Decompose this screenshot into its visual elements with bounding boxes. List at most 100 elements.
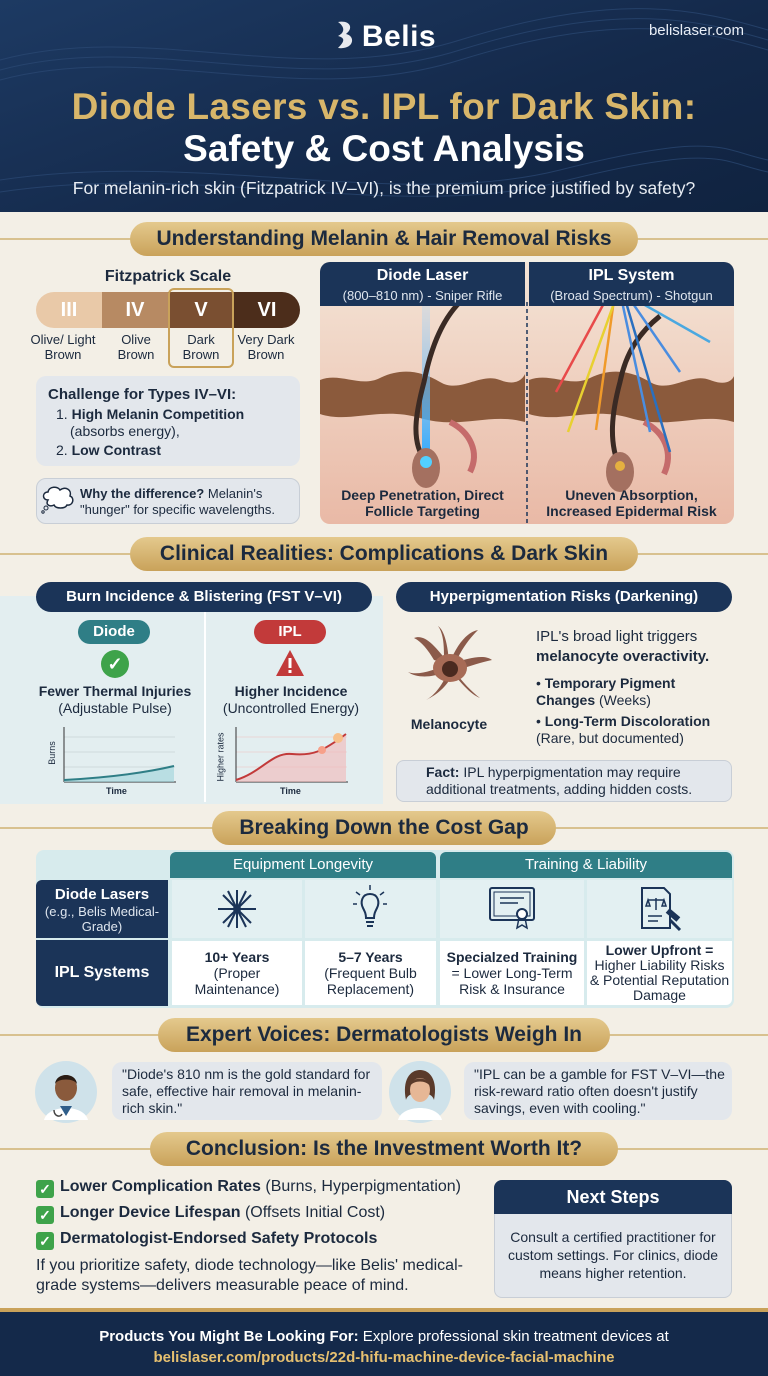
- bullet-1-bold: Temporary Pigment Changes: [536, 675, 676, 708]
- conclusion-item-1: ✓ Lower Complication Rates (Burns, Hyperp…: [36, 1178, 461, 1198]
- section-heading-clinical: Clinical Realities: Complications & Dark…: [130, 537, 638, 571]
- diode-result: Fewer Thermal Injuries: [38, 683, 192, 699]
- cell-2-bold: 5–7 Years: [338, 949, 403, 965]
- why-box: [36, 478, 300, 524]
- belis-logo-icon: [337, 21, 353, 49]
- brand-name: Belis: [361, 20, 437, 53]
- scale-swatch-v: V: [168, 292, 234, 328]
- fact-text: Fact: IPL hyperpigmentation may require …: [426, 764, 726, 798]
- thought-bubble-icon: [41, 486, 74, 514]
- hyper-bullet-1: • Temporary Pigment Changes (Weeks): [536, 675, 676, 708]
- site-url[interactable]: belislaser.com: [648, 22, 744, 39]
- challenge-item-2: 2. Low Contrast: [56, 442, 296, 458]
- scale-swatch-iii: III: [36, 292, 102, 328]
- quote-bubble-2: [464, 1062, 732, 1120]
- cell-3-bold: Specialzed Training: [446, 949, 578, 965]
- footer: [0, 1308, 768, 1376]
- item-1-rest: (Burns, Hyperpigmentation): [260, 1178, 462, 1195]
- footer-lead-bold: Products You Might Be Looking For:: [99, 1328, 359, 1345]
- challenge-item-1: 1. High Melanin Competition(absorbs ener…: [56, 406, 296, 440]
- ipl-subtitle: (Broad Spectrum) - Shotgun: [550, 288, 713, 303]
- item-number: 2.: [56, 442, 68, 458]
- section-heading-melanin: Understanding Melanin & Hair Removal Ris…: [130, 222, 638, 256]
- checkmark-icon: ✓: [36, 1180, 54, 1198]
- ipl-chart-xlabel: Time: [280, 786, 301, 796]
- cell-diode-training: [440, 941, 584, 1005]
- title-line-2: Safety & Cost Analysis: [183, 128, 585, 169]
- ipl-chart-ylabel: Higher rates: [215, 732, 226, 782]
- warning-icon: [276, 650, 304, 676]
- scale-label-iii: Olive/ Light Brown: [30, 332, 96, 362]
- section-heading-conclusion: Conclusion: Is the Investment Worth It?: [150, 1132, 618, 1166]
- cell-1-bold: 10+ Years: [204, 949, 270, 965]
- conclusion-item-2: ✓ Longer Device Lifespan (Offsets Initial…: [36, 1204, 385, 1224]
- female-doctor-avatar: [389, 1061, 451, 1123]
- item-3-bold: Dermatologist-Endorsed Safety Protocols: [60, 1230, 378, 1247]
- cell-1-rest: (Proper Maintenance): [194, 965, 280, 997]
- bullet-1-rest: (Weeks): [599, 692, 651, 708]
- icon-cell: [440, 880, 584, 938]
- ipl-result-sub: (Uncontrolled Energy): [222, 700, 360, 716]
- cell-4-rest: Higher Liability Risks & Potential Reput…: [589, 957, 730, 1003]
- challenge-box: [36, 376, 300, 466]
- next-steps-body: Consult a certified practitioner for cus…: [507, 1229, 719, 1281]
- why-rest: Melanin's "hunger" for specific waveleng…: [80, 486, 275, 517]
- fitzpatrick-scale: III IV V VI: [36, 292, 300, 328]
- closing-statement: If you prioritize safety, diode technolo…: [36, 1257, 463, 1294]
- hyper-bullet-2: • Long-Term Discoloration (Rare, but doc…: [536, 713, 711, 746]
- check-icon: ✓: [101, 650, 129, 678]
- quote-bubble-1: [112, 1062, 382, 1120]
- row-diode-title: Diode Lasers: [54, 886, 150, 903]
- subtitle: For melanin-rich skin (Fitzpatrick IV–VI…: [72, 178, 696, 198]
- checkmark-icon: ✓: [36, 1206, 54, 1224]
- quote-2: "IPL can be a gamble for FST V–VI—the ri…: [474, 1066, 725, 1116]
- ipl-header: [529, 262, 734, 306]
- hyper-intro-2: melanocyte overactivity.: [536, 648, 710, 665]
- panel-divider: [204, 612, 206, 802]
- melanocyte-icon: [408, 626, 492, 700]
- diode-chart-ylabel: Burns: [46, 741, 57, 765]
- cell-3-rest: = Lower Long-Term Risk & Insurance: [451, 965, 573, 997]
- col-header-longevity: Equipment Longevity: [170, 852, 436, 878]
- scale-swatch-iv: IV: [102, 292, 168, 328]
- diode-header: [320, 262, 525, 306]
- why-text: Why the difference? Melanin's "hunger" f…: [80, 486, 296, 518]
- hyper-title: Hyperpigmentation Risks (Darkening): [396, 582, 732, 612]
- diode-caption: Deep Penetration, Direct Follicle Target…: [341, 487, 504, 519]
- scale-label-v: Dark Brown: [182, 332, 220, 362]
- scale-swatch-vi: VI: [234, 292, 300, 328]
- light-bulb-icon: [353, 885, 387, 927]
- certificate-icon: [489, 887, 535, 930]
- why-bold: Why the difference?: [80, 486, 205, 501]
- cell-text-3: Specialzed Training= Lower Long-Term Ris…: [440, 949, 584, 997]
- cell-text-1: 10+ Years(Proper Maintenance): [172, 949, 302, 997]
- fact-box: [396, 760, 732, 802]
- bullet-2-bold: Long-Term Discoloration: [544, 713, 711, 729]
- footer-lead: Products You Might Be Looking For: Explo…: [0, 1328, 768, 1345]
- fitzpatrick-title: Fitzpatrick Scale: [104, 268, 232, 285]
- item-2-bold: Longer Device Lifespan: [60, 1204, 241, 1221]
- item-1-bold: Lower Complication Rates: [60, 1178, 261, 1195]
- section-heading-experts: Expert Voices: Dermatologists Weigh In: [158, 1018, 610, 1052]
- cell-ipl-liability: [587, 941, 732, 1005]
- item-number: 1.: [56, 406, 68, 422]
- melanocyte-label: Melanocyte: [410, 716, 488, 732]
- conclusion-item-3: ✓ Dermatologist-Endorsed Safety Protocols: [36, 1230, 377, 1250]
- quote-1: "Diode's 810 nm is the gold standard for…: [122, 1066, 371, 1116]
- header-banner: [0, 0, 768, 212]
- bullet-2-rest: (Rare, but documented): [536, 730, 684, 746]
- cell-diode-longevity: [172, 941, 302, 1005]
- diode-title: Diode Laser: [376, 267, 469, 284]
- item-2-rest: (Offsets Initial Cost): [240, 1204, 386, 1221]
- footer-lead-rest: Explore professional skin treatment devi…: [358, 1328, 669, 1345]
- brand-logo[interactable]: Belis: [0, 18, 768, 54]
- male-doctor-avatar: [35, 1061, 97, 1123]
- next-steps-title: Next Steps: [494, 1180, 732, 1214]
- footer-product-link[interactable]: belislaser.com/products/22d-hifu-machine…: [153, 1349, 615, 1366]
- col-header-training: Training & Liability: [440, 852, 732, 878]
- challenge-title: Challenge for Types IV–VI:: [48, 386, 237, 403]
- checkmark-icon: ✓: [36, 1232, 54, 1250]
- laser-burst-icon: [218, 890, 256, 928]
- challenge-1-bold: High Melanin Competition: [71, 406, 245, 422]
- ipl-result: Higher Incidence: [234, 683, 348, 699]
